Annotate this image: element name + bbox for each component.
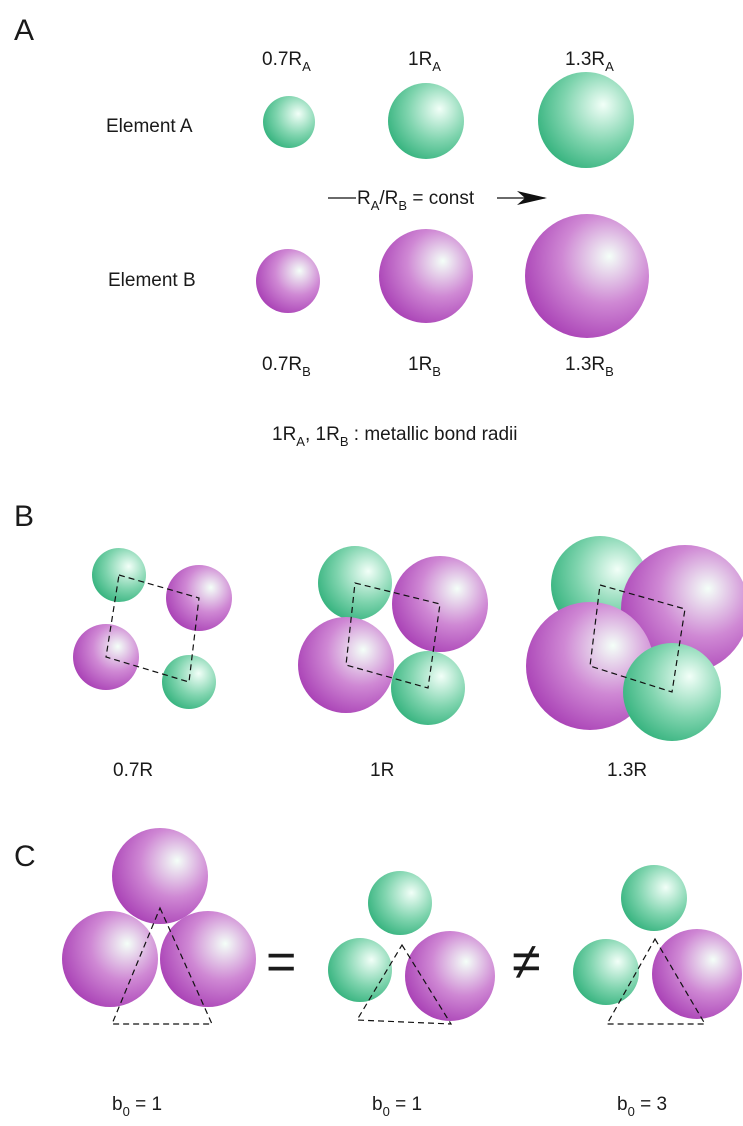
atom-b: [405, 931, 495, 1021]
triangle-outline: [605, 937, 707, 1025]
panel-c-letter: C: [14, 840, 36, 873]
atom-a: [162, 655, 216, 709]
triangle-mixed-different: [573, 865, 742, 1025]
atom-b: [160, 911, 256, 1007]
atom-a: [368, 871, 432, 935]
atom-a: [573, 939, 639, 1005]
atom-b: [652, 929, 742, 1019]
atom-b: [298, 617, 394, 713]
triangle-all-b: [62, 828, 256, 1025]
label-1ra: 1RA: [408, 49, 441, 74]
not-equals-sign: ≠: [512, 933, 541, 991]
atom-b: [526, 602, 654, 730]
unit-cell-outline: [345, 582, 441, 689]
panel-b-letter: B: [14, 500, 34, 533]
unit-cell-outline: [589, 584, 686, 693]
arrangement-1.3r: [526, 536, 743, 741]
atom-a: [621, 865, 687, 931]
label-b0-3-right: b0 = 3: [617, 1094, 667, 1119]
label-b0-1-middle: b0 = 1: [372, 1094, 422, 1119]
atom-b-1r: [379, 229, 473, 323]
element-a-label: Element A: [106, 116, 193, 137]
panel-b: B 0.7R 1R 1.3R: [14, 500, 743, 781]
atom-b-0.7r: [256, 249, 320, 313]
arrangement-1r: [298, 546, 488, 725]
label-b0-1-left: b0 = 1: [112, 1094, 162, 1119]
unit-cell-outline: [105, 574, 200, 683]
label-0.7ra: 0.7RA: [262, 49, 311, 74]
atom-a-1r: [388, 83, 464, 159]
label-1.3r: 1.3R: [607, 760, 647, 781]
arrangement-0.7r: [73, 548, 232, 709]
label-1.3ra: 1.3RA: [565, 49, 614, 74]
triangle-outline: [111, 906, 213, 1025]
atom-b: [392, 556, 488, 652]
atom-b: [112, 828, 208, 924]
atom-b-1.3r: [525, 214, 649, 338]
label-0.7r: 0.7R: [113, 760, 153, 781]
atom-a-0.7r: [263, 96, 315, 148]
atom-b: [62, 911, 158, 1007]
label-1.3rb: 1.3RB: [565, 354, 614, 379]
triangle-outline: [355, 943, 453, 1025]
radii-footnote: 1RA, 1RB : metallic bond radii: [272, 424, 517, 449]
equals-sign: =: [266, 933, 296, 991]
label-1r: 1R: [370, 760, 394, 781]
panel-a-letter: A: [14, 14, 34, 47]
panel-a: A 0.7RA 1RA 1.3RA Element A RA/RB = cons…: [14, 14, 649, 449]
panel-c: C = ≠ b0 = 1 b0 = 1 b0 = 3: [14, 828, 742, 1119]
ratio-text: RA/RB = const: [357, 188, 475, 213]
label-1rb: 1RB: [408, 354, 441, 379]
atom-a: [328, 938, 392, 1002]
element-b-label: Element B: [108, 270, 196, 291]
triangle-mixed-equal: [328, 871, 495, 1025]
atom-a-1.3r: [538, 72, 634, 168]
atom-b: [621, 545, 743, 673]
ratio-arrow: RA/RB = const: [328, 188, 547, 213]
label-0.7rb: 0.7RB: [262, 354, 311, 379]
